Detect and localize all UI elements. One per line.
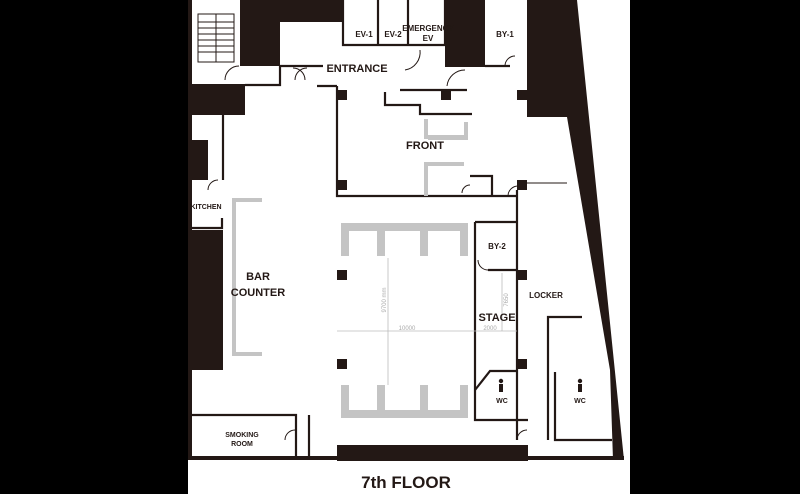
table-row-top <box>341 223 468 256</box>
column <box>517 180 527 190</box>
door-swing-icon <box>284 429 296 441</box>
label-emergency-ev: EMERGENCY <box>402 24 454 33</box>
label-ev2: EV-2 <box>384 30 402 39</box>
column <box>517 90 527 100</box>
door-swing-icon <box>504 55 516 67</box>
label-stage: STAGE <box>478 312 515 324</box>
wc-wall <box>553 372 612 442</box>
table-row-bottom <box>341 385 468 418</box>
label-kitchen: KITCHEN <box>190 204 221 211</box>
door-swing-icon <box>446 69 466 87</box>
door-swing-icon <box>224 65 240 81</box>
door-swing-icon <box>477 259 489 271</box>
label-front: FRONT <box>406 140 444 152</box>
front-desk-icon <box>424 162 464 196</box>
column <box>337 270 347 280</box>
label-entrance: ENTRANCE <box>326 63 387 75</box>
door-swing-icon <box>507 185 519 197</box>
label-locker: LOCKER <box>529 291 563 300</box>
dimension-lines <box>337 258 517 385</box>
partition <box>245 66 282 87</box>
furniture <box>232 119 468 418</box>
bar-back-wall <box>190 230 223 370</box>
stage-wall <box>473 222 528 422</box>
kitchen-wall <box>192 218 224 230</box>
male-person-icon <box>498 378 504 392</box>
column <box>337 90 347 100</box>
counter <box>383 92 472 116</box>
kitchen-wall <box>190 140 208 180</box>
dim-stage-width: 2000 <box>483 326 497 332</box>
wc-wall <box>546 315 582 440</box>
door-swing-icon <box>404 49 421 71</box>
label-bar: BAR <box>246 271 270 283</box>
walls <box>188 0 624 461</box>
column <box>517 359 527 369</box>
door-swing-icon <box>207 179 219 191</box>
doors <box>207 49 528 441</box>
door-swing-icon <box>461 184 471 194</box>
label-ev1: EV-1 <box>355 30 373 39</box>
dim-stage-depth: 7650 <box>504 293 510 307</box>
smoking-wall <box>190 413 298 457</box>
column <box>337 180 347 190</box>
front-wall <box>335 86 517 198</box>
front-desk-icon <box>424 119 468 140</box>
label-smoking-room: ROOM <box>231 441 253 448</box>
dim-hall-width: 10000 <box>399 326 416 332</box>
left-band-wall <box>190 84 245 115</box>
dim-hall-depth: 9700 mm <box>382 287 388 312</box>
label-by2: BY-2 <box>488 242 506 251</box>
partition <box>470 174 494 196</box>
door-swing-icon <box>292 67 308 81</box>
bar-counter-icon <box>232 198 262 356</box>
label-by1: BY-1 <box>496 30 514 39</box>
door-swing-icon <box>516 429 528 441</box>
floor-title: 7th FLOOR <box>361 473 451 492</box>
right-diagonal-wall <box>522 0 624 460</box>
label-smoking: SMOKING <box>225 432 259 439</box>
stairs-icon <box>197 13 235 63</box>
bottom-wall <box>337 445 528 461</box>
label-emergency-ev-2: EV <box>423 34 434 43</box>
label-counter: COUNTER <box>231 287 285 299</box>
wc-wall <box>474 369 517 391</box>
column <box>337 359 347 369</box>
bottom-right-wall <box>528 456 624 460</box>
core-block-mid <box>445 0 485 67</box>
core-block-left <box>240 0 280 66</box>
column <box>441 90 451 100</box>
bottom-left-wall <box>188 456 338 460</box>
male-person-icon <box>577 378 583 392</box>
partitions <box>190 0 612 457</box>
label-wc-left: WC <box>496 398 508 405</box>
elevator-hall <box>341 0 447 47</box>
column <box>517 270 527 280</box>
label-wc-right: WC <box>574 398 586 405</box>
